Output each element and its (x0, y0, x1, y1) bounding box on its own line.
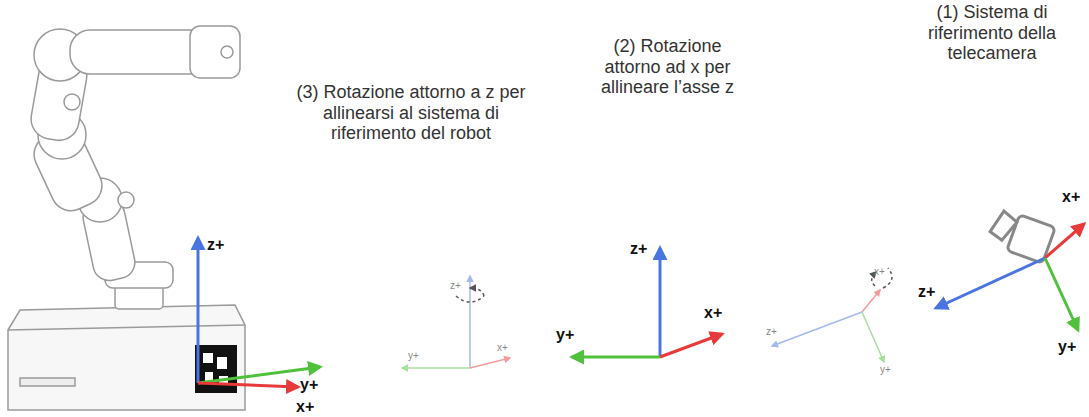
axis-label: z+ (207, 236, 224, 254)
axis-label: x+ (704, 304, 722, 322)
axis-label: x+ (1062, 188, 1080, 206)
rotation-arc (456, 296, 484, 302)
axis-label: z+ (918, 283, 935, 301)
axis-label: y+ (880, 364, 891, 376)
axis-label: x+ (497, 342, 508, 354)
axis-label: y+ (408, 350, 419, 362)
axis-label: x+ (296, 398, 314, 416)
axis-label: y+ (1058, 338, 1076, 356)
robot-drawing (8, 26, 245, 410)
camera-icon (989, 209, 1056, 263)
step-caption: (2) Rotazione attorno ad x per allineare… (585, 36, 750, 98)
axis-label: y+ (300, 376, 318, 394)
axis-label: z+ (630, 240, 647, 258)
axis-label: z+ (766, 326, 777, 338)
step-caption: (3) Rotazione attorno a z per allinearsi… (280, 82, 542, 144)
step-caption: (1) Sistema di riferimento della telecam… (912, 2, 1072, 64)
axis-label: z+ (450, 280, 461, 292)
axis-label: y+ (556, 326, 574, 344)
axis-label: x+ (874, 266, 885, 278)
